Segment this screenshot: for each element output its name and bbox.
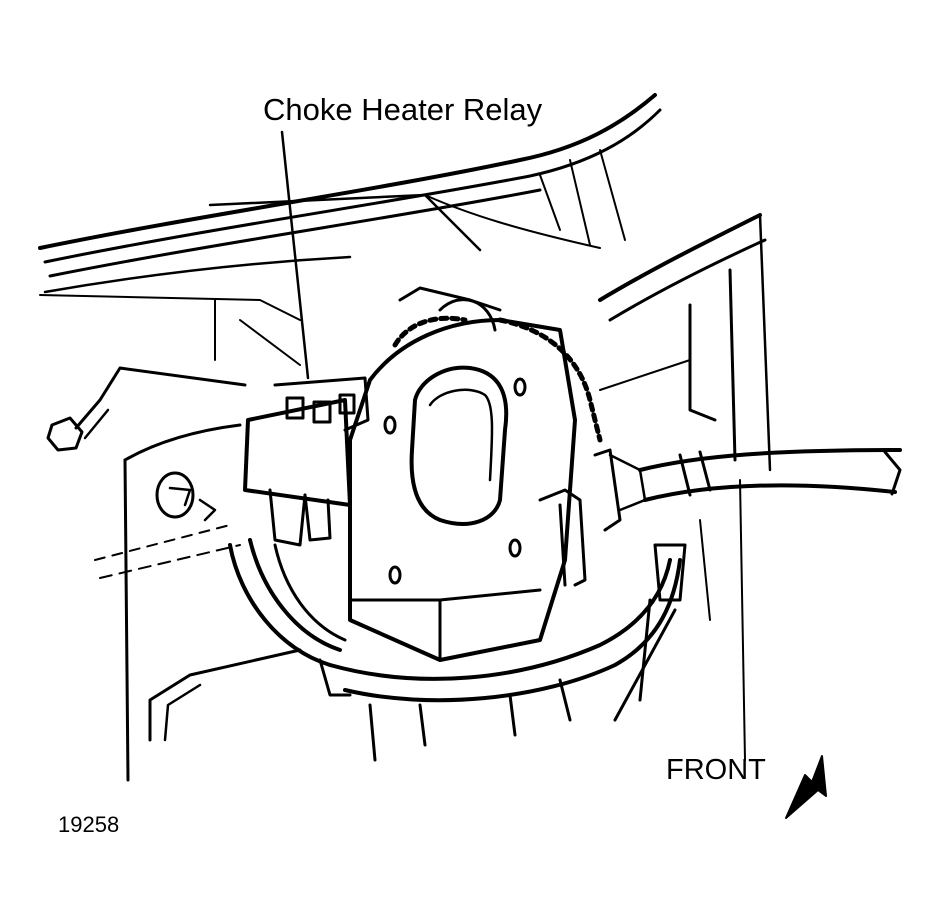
vacuum-hose xyxy=(608,448,902,512)
callout-leader-line xyxy=(280,130,310,380)
upper-body-panel xyxy=(38,93,662,366)
right-side-panel xyxy=(598,213,772,761)
mounting-bolt xyxy=(46,366,247,452)
choke-housing xyxy=(348,286,622,662)
front-arrow-icon xyxy=(785,755,827,819)
inner-fender xyxy=(94,423,302,782)
front-direction-label: FRONT xyxy=(666,754,766,786)
choke-heater-relay-label: Choke Heater Relay xyxy=(263,92,543,127)
wiring-harness xyxy=(228,538,687,762)
figure-number: 19258 xyxy=(58,812,120,837)
